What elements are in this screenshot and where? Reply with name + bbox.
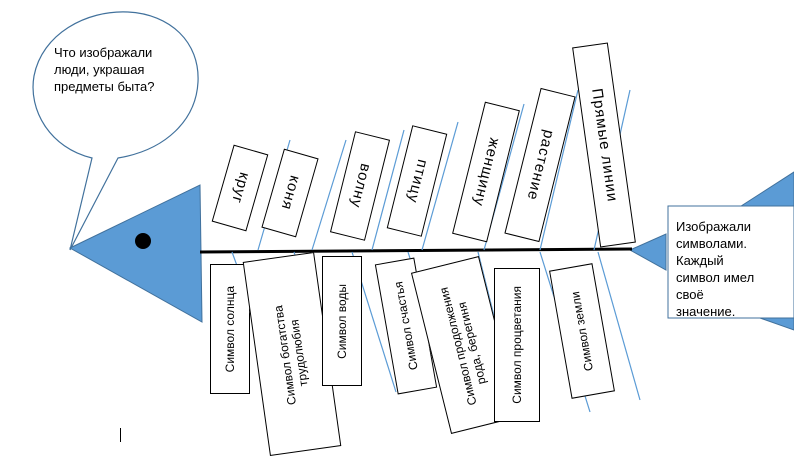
conclusion-box: [667, 205, 794, 319]
lower-label-water: Символ воды: [322, 256, 362, 386]
text-cursor: [120, 428, 121, 442]
fish-spine: [199, 247, 633, 254]
speech-bubble: [32, 11, 199, 251]
lower-label-prosperity: Символ процветания: [494, 268, 540, 422]
fish-eye: [135, 233, 151, 249]
fish-head: [68, 184, 203, 323]
lower-label-sun: Символ солнца: [210, 264, 250, 394]
conclusion-text: Изображали символами. Каждый символ имел…: [676, 219, 755, 319]
question-text: Что изображали люди, украшая предметы бы…: [54, 45, 155, 94]
fish-tail-fin: [628, 233, 667, 271]
fish-tail-top: [736, 171, 794, 209]
